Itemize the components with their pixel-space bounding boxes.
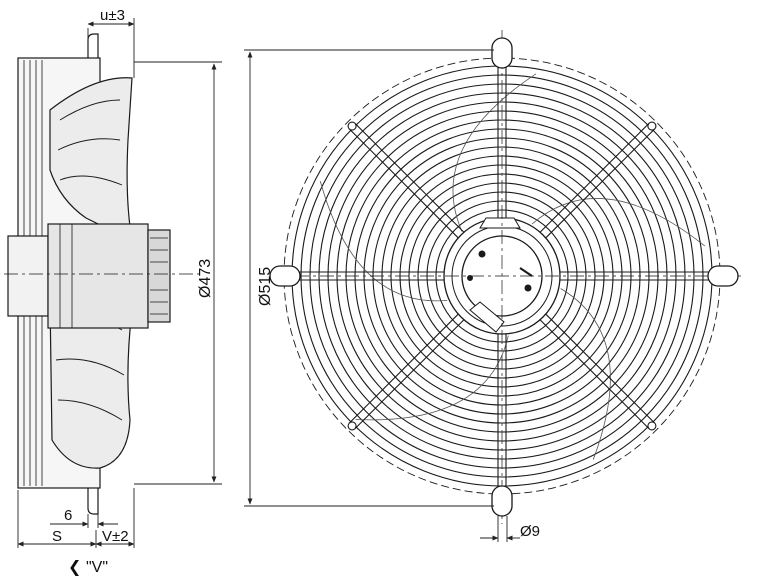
cable-gland <box>469 301 505 333</box>
guard-spoke <box>539 319 650 430</box>
view-arrow-icon: ❮ <box>68 559 81 576</box>
guard-spoke <box>354 122 465 233</box>
guard-spokes <box>274 48 730 504</box>
blade-edge <box>452 73 537 232</box>
lug-bottom <box>491 485 513 517</box>
spoke-end <box>647 421 657 431</box>
side-dimension-labels: u±3 Ø473 6 S V±2 ❮ "V" <box>52 7 214 576</box>
label-diameter-outer: Ø515 <box>257 267 274 306</box>
guard-spoke <box>539 122 650 233</box>
blade-edge <box>531 198 706 247</box>
spoke-end <box>347 421 357 431</box>
blade-edge <box>355 335 509 421</box>
spoke-end <box>347 121 357 131</box>
blade-edge <box>319 181 448 302</box>
blade-edge <box>560 288 611 460</box>
label-view: "V" <box>86 559 108 576</box>
front-dimension-labels: Ø515 Ø9 <box>257 267 540 540</box>
label-diameter-inner: Ø473 <box>197 259 214 298</box>
lug-left <box>269 265 301 287</box>
label-u: u±3 <box>100 7 125 24</box>
guard-spoke <box>354 319 465 430</box>
top-bracket <box>87 33 99 58</box>
motor-front <box>147 229 171 323</box>
lug-top <box>491 37 513 69</box>
guard-spoke <box>348 128 459 239</box>
lug-right <box>707 265 739 287</box>
front-dimensions <box>244 49 520 542</box>
side-dimensions <box>17 18 222 548</box>
spoke-end <box>647 121 657 131</box>
label-six: 6 <box>64 507 72 524</box>
motor-rear <box>7 235 49 317</box>
motor-body <box>47 223 149 329</box>
fan-blades <box>319 73 706 460</box>
side-view <box>4 33 200 515</box>
label-v: V±2 <box>102 528 129 545</box>
front-view <box>269 30 742 524</box>
label-hole: Ø9 <box>520 523 540 540</box>
guard-spoke <box>545 313 656 424</box>
label-s: S <box>52 528 62 545</box>
guard-spoke <box>348 313 459 424</box>
bottom-bracket <box>87 488 99 515</box>
terminal-box-top <box>479 217 521 229</box>
guard-spoke <box>545 128 656 239</box>
